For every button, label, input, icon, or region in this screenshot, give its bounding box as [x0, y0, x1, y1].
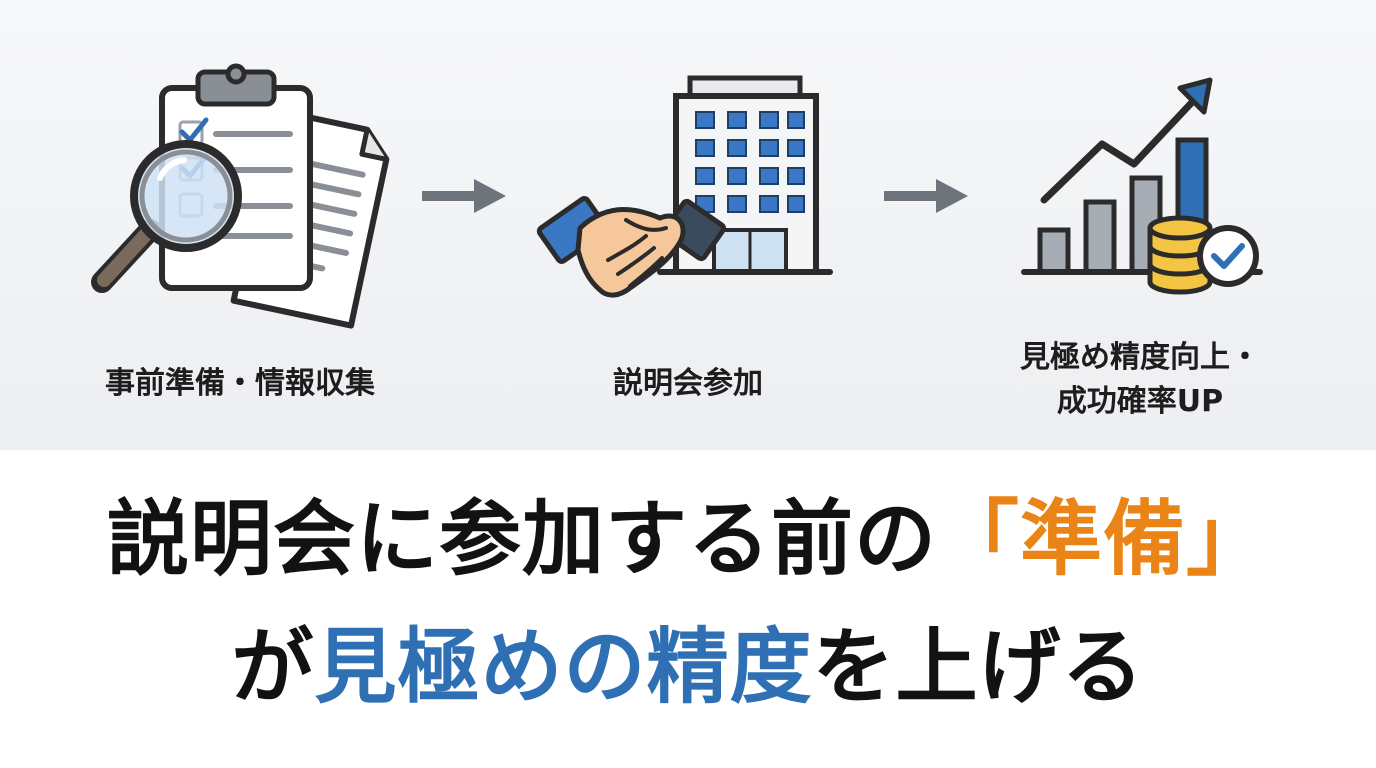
growth-chart-coins-icon — [1010, 60, 1330, 330]
headline-text: 説明会に参加する前の — [106, 492, 937, 587]
step-label-preparation: 事前準備・情報収集 — [105, 366, 375, 401]
step-label-result: 見極め精度向上・ 成功確率UP — [940, 336, 1340, 424]
step-label-seminar: 説明会参加 — [613, 366, 763, 401]
clipboard-magnifier-icon — [80, 60, 400, 330]
headline-highlight-accuracy: 見極めの精度 — [314, 620, 813, 715]
arrow-right-icon — [880, 176, 972, 216]
step-label-result-line2: 成功確率UP — [1056, 384, 1224, 419]
handshake-building-icon — [530, 60, 850, 330]
headline-highlight-preparation: 「準備」 — [937, 492, 1270, 587]
headline-text: が — [231, 620, 315, 715]
headline-line-1: 説明会に参加する前の「準備」 — [0, 490, 1376, 590]
step-label-result-line1: 見極め精度向上・ — [1020, 340, 1260, 375]
headline-line-2: が見極めの精度を上げる — [0, 618, 1376, 718]
headline-text: を上げる — [812, 620, 1145, 715]
arrow-right-icon — [418, 176, 510, 216]
